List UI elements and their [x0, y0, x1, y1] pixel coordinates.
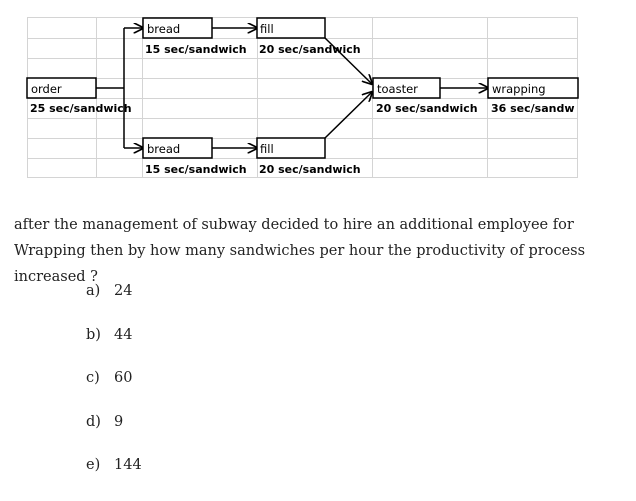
answer-options: a) 24 b) 44 c) 60 d) 9 e) 144 [86, 283, 142, 501]
fill-top-label: fill [260, 22, 274, 36]
toaster-rate: 20 sec/sandwich [376, 102, 478, 115]
toaster-box [372, 77, 441, 99]
order-box [26, 77, 97, 99]
option-letter: d) [86, 413, 101, 430]
option-letter: c) [86, 370, 100, 386]
option-value: 144 [114, 457, 142, 473]
order-label: order [31, 82, 62, 96]
bread-top-rate: 15 sec/sandwich [145, 43, 247, 56]
wrapping-label: wrapping [492, 82, 546, 96]
bread-top-label: bread [147, 22, 180, 36]
option-value: 60 [114, 370, 133, 386]
toaster-label: toaster [377, 82, 418, 96]
option-letter: a) [86, 283, 101, 299]
order-rate: 25 sec/sandwich [30, 102, 132, 115]
bread-bottom-box [142, 137, 213, 159]
option-d[interactable]: d) 9 [86, 414, 142, 458]
option-c[interactable]: c) 60 [86, 370, 142, 414]
wrapping-box [487, 77, 579, 99]
fill-bottom-box [256, 137, 326, 159]
fill-bottom-label: fill [260, 142, 274, 156]
fill-top-box [256, 17, 326, 39]
option-value: 9 [114, 413, 124, 430]
bread-top-box [142, 17, 213, 39]
process-flow-diagram: order bread fill bread fill toaster wrap… [26, 17, 579, 178]
bread-bottom-rate: 15 sec/sandwich [145, 163, 247, 176]
option-value: 24 [114, 283, 133, 299]
bread-bottom-label: bread [147, 142, 180, 156]
wrapping-rate: 36 sec/sandw [491, 102, 575, 115]
fill-top-rate: 20 sec/sandwich [259, 43, 361, 56]
option-a[interactable]: a) 24 [86, 283, 142, 327]
option-letter: e) [86, 457, 101, 473]
option-value: 44 [114, 326, 133, 343]
option-b[interactable]: b) 44 [86, 327, 142, 371]
option-e[interactable]: e) 144 [86, 457, 142, 501]
flow-connectors [96, 28, 488, 148]
question-text: after the management of subway decided t… [14, 217, 586, 285]
option-letter: b) [86, 326, 101, 343]
fill-bottom-rate: 20 sec/sandwich [259, 163, 361, 176]
